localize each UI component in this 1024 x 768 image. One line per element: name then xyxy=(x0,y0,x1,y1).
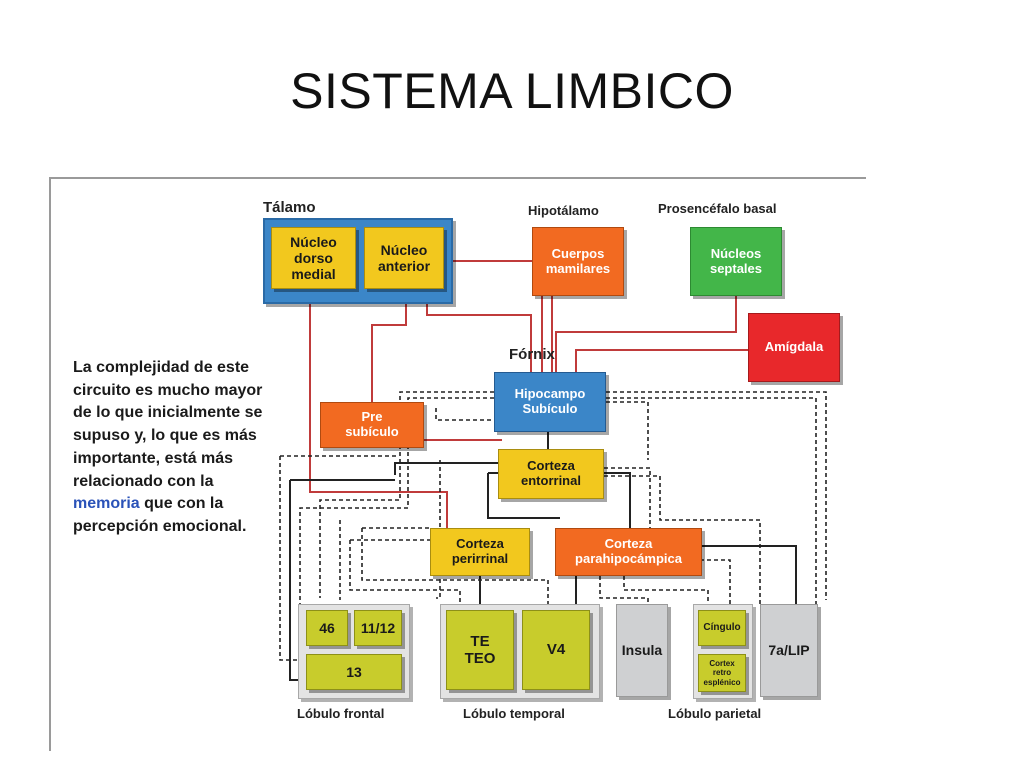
node-cingulo: Cíngulo xyxy=(698,610,746,646)
side-text-highlight: memoria xyxy=(73,495,140,513)
node-area-13: 13 xyxy=(306,654,402,690)
node-area-46: 46 xyxy=(306,610,348,646)
node-corteza-perirrinal: Corteza perirrinal xyxy=(430,528,530,576)
solid-connections xyxy=(289,432,797,681)
node-cortex-retroesplenico: Cortex retro esplénico xyxy=(698,654,746,692)
node-v4: V4 xyxy=(522,610,590,690)
node-te-teo: TE TEO xyxy=(446,610,514,690)
line-dorsomedial-perirrinal xyxy=(309,304,448,533)
node-hipocampo-subiculo: Hipocampo Subículo xyxy=(494,372,606,432)
label-prosencefalo: Prosencéfalo basal xyxy=(658,201,777,216)
node-corteza-entorrinal: Corteza entorrinal xyxy=(498,449,604,499)
line-anterior-presubiculo xyxy=(371,304,407,402)
slide-title: SISTEMA LIMBICO xyxy=(290,63,734,119)
line-septales-fornix xyxy=(555,296,737,372)
node-nucleo-dorso-medial: Núcleo dorso medial xyxy=(271,227,356,289)
node-area-11-12: 11/12 xyxy=(354,610,402,646)
label-talamo: Tálamo xyxy=(263,199,316,216)
side-text-after: que con la percepción emocional. xyxy=(73,495,247,535)
node-nucleo-anterior: Núcleo anterior xyxy=(364,227,444,289)
panel-left-border xyxy=(49,177,51,751)
panel-top-border xyxy=(50,177,866,179)
node-pre-subiculo: Pre subículo xyxy=(320,402,424,448)
label-lobulo-parietal: Lóbulo parietal xyxy=(668,706,762,721)
node-area-7a-lip: 7a/LIP xyxy=(760,604,818,697)
label-hipotalamo: Hipotálamo xyxy=(528,203,599,218)
line-anterior-fornix xyxy=(426,304,532,372)
label-fornix: Fórnix xyxy=(509,346,555,363)
node-insula: Insula xyxy=(616,604,668,697)
node-nucleos-septales: Núcleos septales xyxy=(690,227,782,296)
side-description: La complejidad de este circuito es mucho… xyxy=(73,357,278,539)
line-amigdala-fornix xyxy=(575,349,748,372)
label-lobulo-temporal: Lóbulo temporal xyxy=(463,706,565,721)
label-lobulo-frontal: Lóbulo frontal xyxy=(297,706,385,721)
node-corteza-parahipocampica: Corteza parahipocámpica xyxy=(555,528,702,576)
node-cuerpos-mamilares: Cuerpos mamilares xyxy=(532,227,624,296)
red-connections xyxy=(309,260,748,533)
dashed-connections xyxy=(279,391,827,661)
node-amigdala: Amígdala xyxy=(748,313,840,382)
side-text-before: La complejidad de este circuito es mucho… xyxy=(73,359,263,490)
